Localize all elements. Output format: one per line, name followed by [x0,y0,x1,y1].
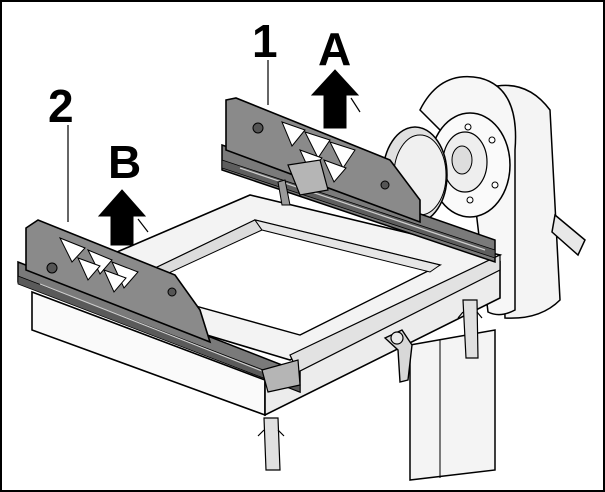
rail-2 [17,219,301,394]
rail-1 [221,97,496,264]
arrow-up-icon [310,69,361,129]
callout-b: B [108,136,141,188]
callout-2: 2 [48,80,74,132]
arrow-up-icon [97,189,149,246]
base-frame [31,194,503,417]
clamp-pin-icon [257,299,483,471]
callout-1: 1 [252,15,278,67]
callout-a: A [318,23,351,75]
lever-handle-icon [383,329,413,383]
